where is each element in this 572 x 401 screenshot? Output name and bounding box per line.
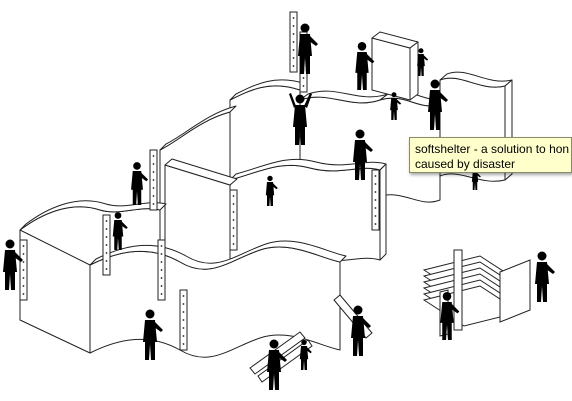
tooltip-line-1: softshelter - a solution to hon [415,142,570,156]
image-tooltip: softshelter - a solution to hon caused b… [409,137,572,173]
tooltip-line-2: caused by disaster [415,157,516,171]
panel-stack [422,249,531,337]
